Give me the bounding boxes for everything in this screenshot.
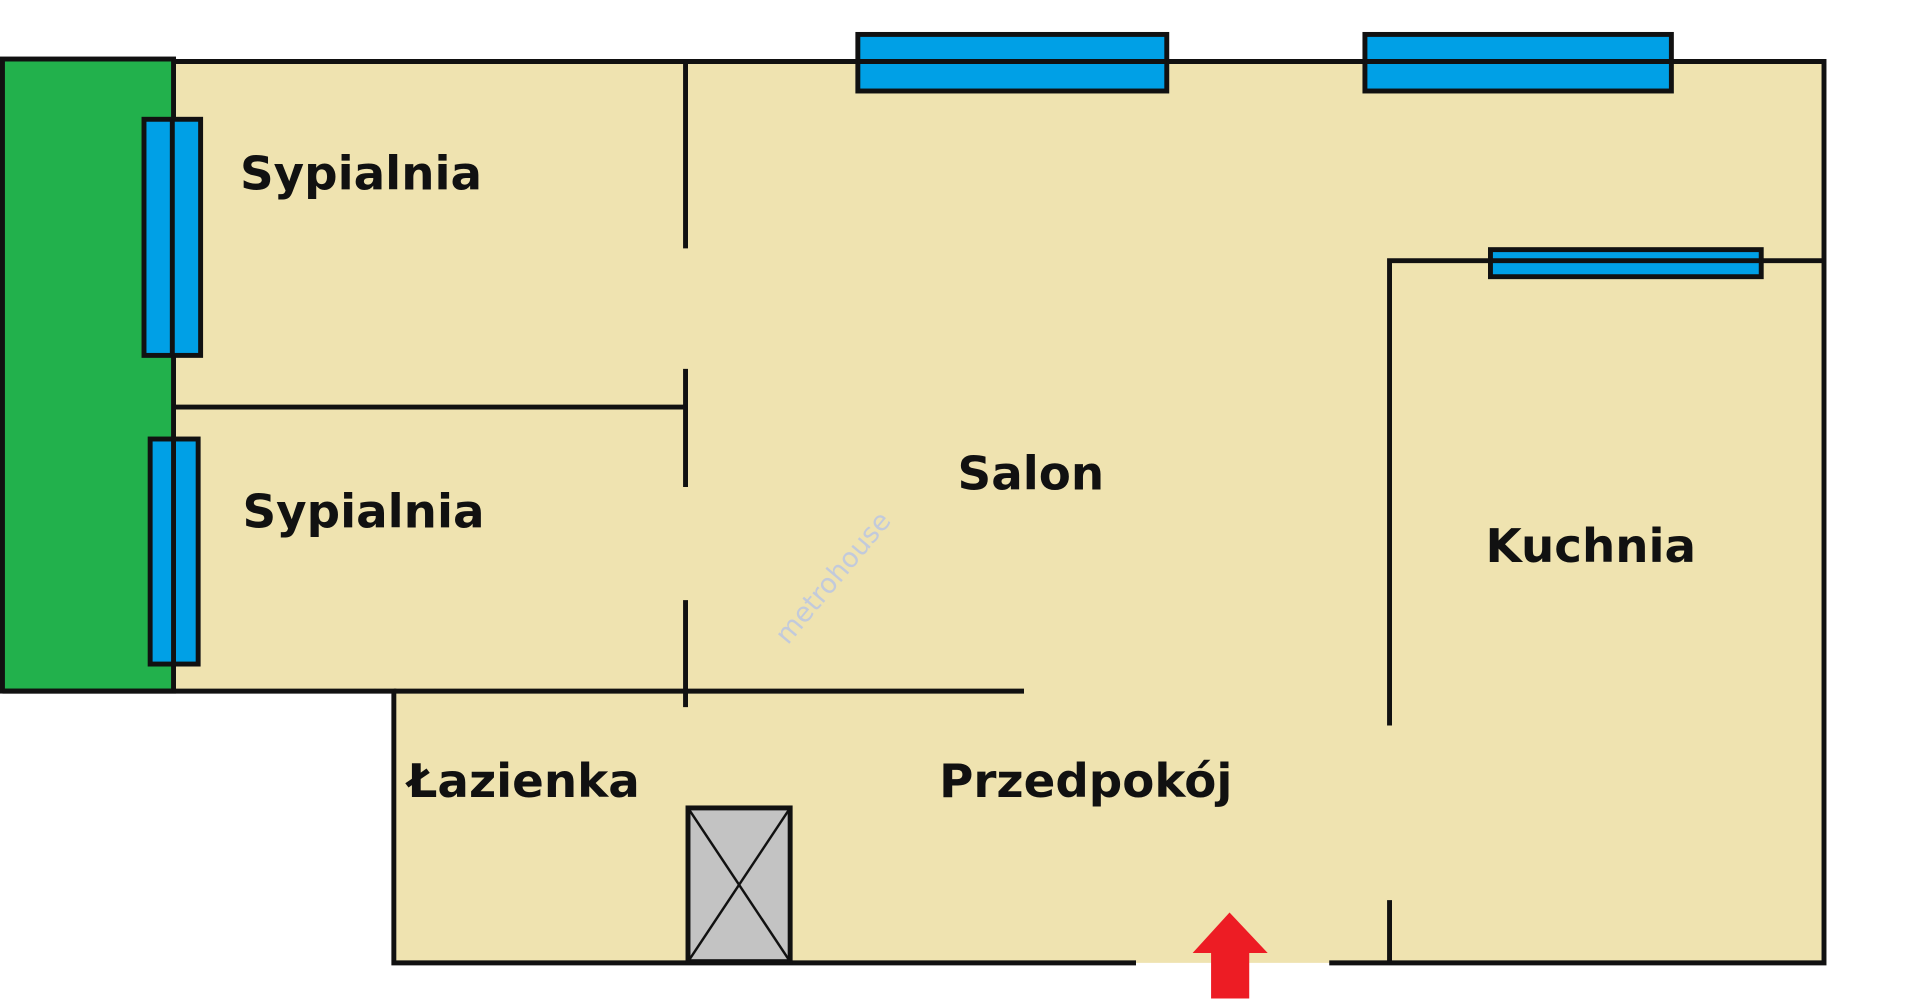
ventilation-shaft: [685, 805, 793, 965]
room-label: Sypialnia: [240, 147, 482, 201]
room-label: Łazienka: [404, 755, 639, 809]
floor-area: [172, 61, 1824, 963]
room-label: Kuchnia: [1486, 520, 1697, 574]
room-label: Sypialnia: [242, 486, 484, 540]
entrance-arrow-icon: [1192, 912, 1268, 999]
room-label: Przedpokój: [939, 755, 1232, 809]
room-label: Salon: [958, 447, 1105, 501]
